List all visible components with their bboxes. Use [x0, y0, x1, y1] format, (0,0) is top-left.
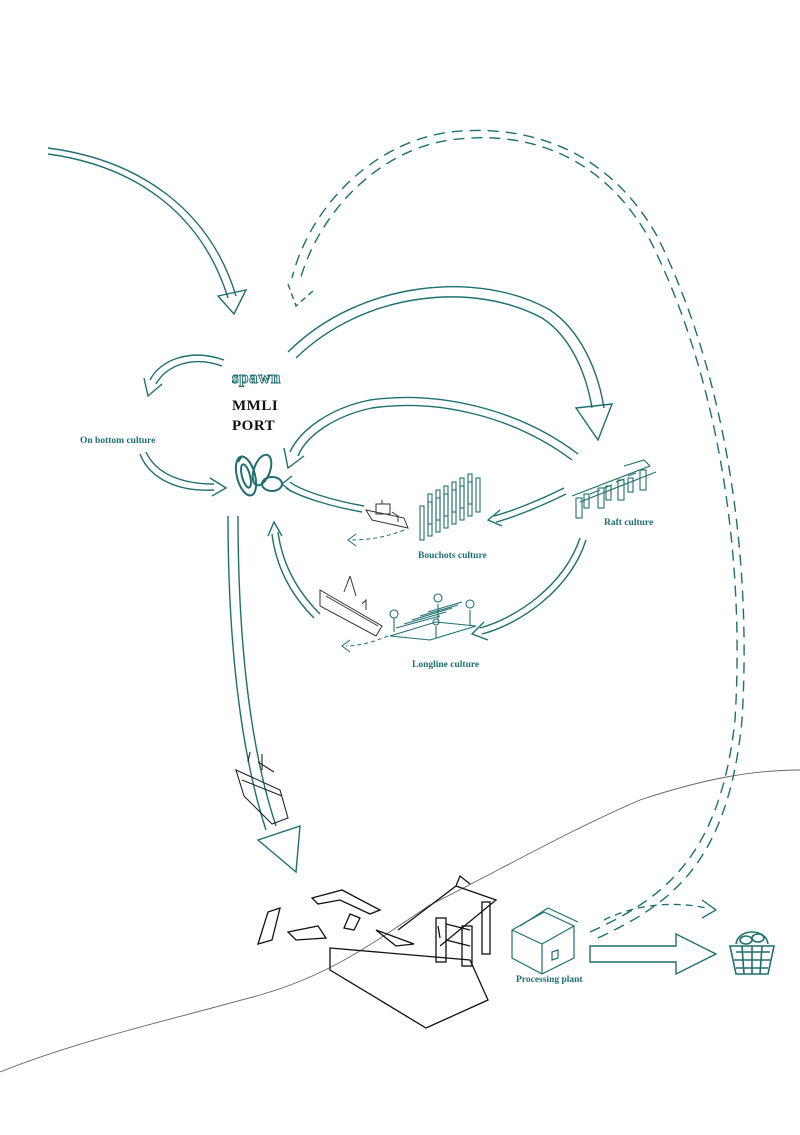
harbour-quays [257, 889, 489, 1029]
arrow-spawn-to-bottom [143, 354, 225, 398]
dashed-bouchots-boat-arrow [351, 529, 405, 541]
on-bottom-culture-label: On bottom culture [80, 436, 156, 446]
port-title-line1: MMLI [232, 398, 279, 414]
dashed-return-arrowhead [287, 283, 315, 308]
dashed-return-loop [291, 129, 745, 939]
dashed-longline-boat-arrow [345, 635, 389, 647]
bouchots-culture-label: Bouchots culture [418, 551, 487, 561]
dashed-arrowhead-2 [341, 639, 351, 653]
arrow-port-to-harbour [227, 515, 301, 874]
harvest-boat-icon [364, 500, 409, 529]
raft-culture-label: Raft culture [604, 518, 654, 528]
arrow-plant-to-market [589, 932, 718, 976]
arrow-spawn-to-raft [287, 286, 614, 442]
container-crane-icon [397, 874, 498, 967]
processing-plant-icon [511, 907, 579, 975]
fishing-boat-icon [235, 751, 289, 825]
mussel-cluster-icon [234, 453, 283, 497]
coastline [0, 769, 800, 1073]
dashed-arrowhead-1 [347, 533, 357, 547]
processing-plant-label: Processing plant [516, 975, 583, 985]
spawn-label: spawn [232, 368, 281, 388]
dashed-plant-arrowhead [701, 899, 718, 919]
arrow-bouchots-to-port [280, 475, 365, 513]
longline-buoys-icon [389, 593, 477, 641]
arrow-sea-to-spawn [47, 147, 248, 316]
trawler-icon [319, 575, 383, 637]
dashed-plant-to-sea [603, 903, 707, 921]
raft-structure-icon [571, 459, 657, 519]
arrow-raft-to-longline [470, 537, 587, 641]
mussel-basket-icon [729, 931, 775, 975]
longline-culture-label: Longline culture [412, 660, 480, 670]
arrow-bottom-to-port [139, 451, 228, 497]
bouchot-poles-icon [419, 473, 481, 541]
arrow-raft-to-bouchots [486, 487, 567, 527]
arrow-longline-to-port [267, 520, 321, 619]
port-title-line2: PORT [232, 418, 276, 434]
arrow-raft-to-port [283, 396, 579, 470]
